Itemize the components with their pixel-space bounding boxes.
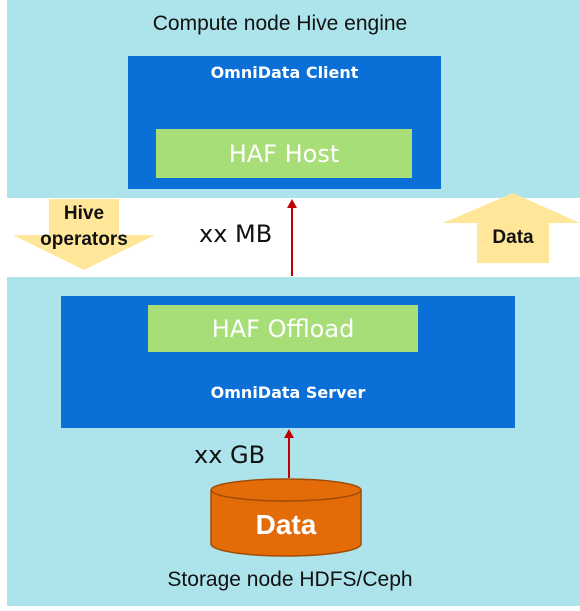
data-cylinder (210, 478, 362, 557)
data-up-arrow (443, 193, 580, 263)
hive-operators-line1: Hive (63, 203, 105, 224)
omnidata-server-label: OmniData Server (210, 383, 366, 402)
gb-flow-arrow (284, 429, 294, 478)
compute-node-title: Compute node Hive engine (152, 12, 408, 35)
data-cylinder-label: Data (255, 509, 317, 540)
haf-offload-box: HAF Offload (148, 305, 418, 352)
data-up-label: Data (492, 227, 534, 248)
xx-mb-label: xx MB (199, 220, 273, 248)
hive-operators-line2: operators (40, 229, 128, 250)
haf-host-box: HAF Host (156, 129, 412, 178)
hive-operators-label: Hive operators (13, 201, 155, 253)
storage-node-title: Storage node HDFS/Ceph (167, 568, 413, 591)
xx-gb-label: xx GB (194, 441, 266, 469)
omnidata-client-label: OmniData Client (210, 63, 359, 82)
mb-flow-arrow (287, 199, 297, 276)
hive-operators-down-arrow (13, 199, 155, 270)
